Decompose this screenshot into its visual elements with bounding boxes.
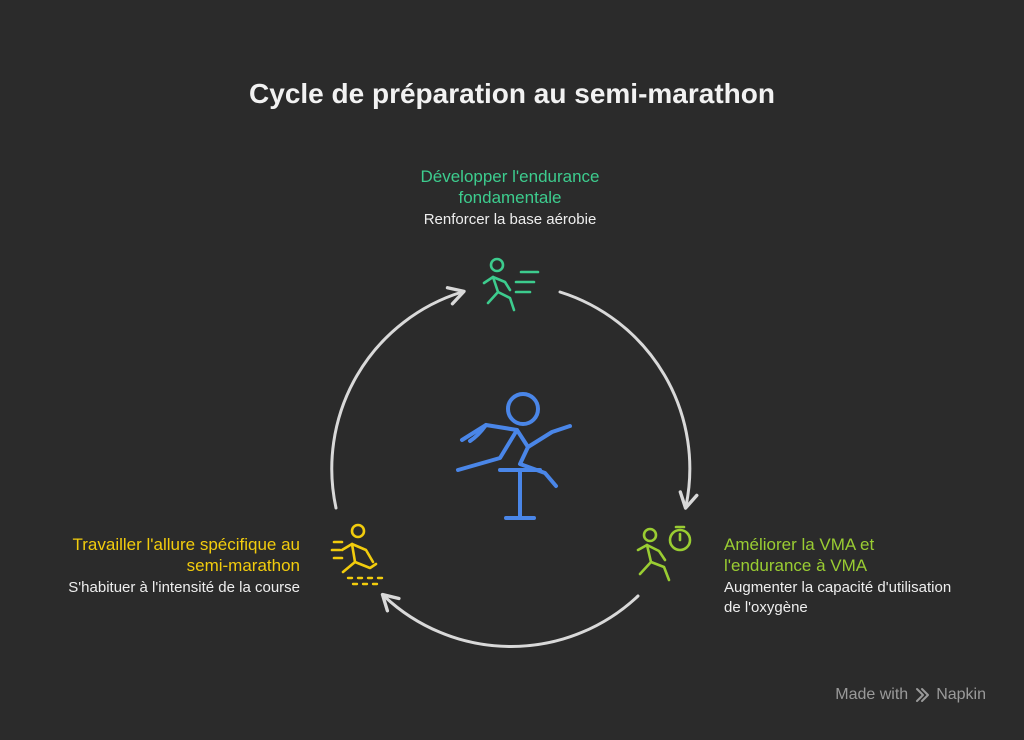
- step-left-description: S'habituer à l'intensité de la course: [68, 579, 300, 596]
- cycle-arrow-left-to-top: [330, 286, 466, 510]
- step-top-description: Renforcer la base aérobie: [423, 211, 597, 228]
- watermark: Made with Napkin: [835, 686, 986, 704]
- watermark-brand: Napkin: [936, 686, 986, 703]
- watermark-prefix: Made with: [835, 686, 909, 703]
- step-left: Travailler l'allure spécifique au semi-m…: [60, 534, 300, 598]
- step-top: Développer l'endurance fondamentale Renf…: [380, 166, 640, 230]
- step-left-title: Travailler l'allure spécifique au semi-m…: [72, 535, 301, 575]
- diagram-title: Cycle de préparation au semi-marathon: [249, 78, 775, 109]
- step-right: Améliorer la VMA et l'endurance à VMA Au…: [724, 534, 954, 618]
- step-top-title: Développer l'endurance fondamentale: [420, 167, 600, 207]
- cycle-arrow-top-to-right: [558, 290, 699, 510]
- step-right-title: Améliorer la VMA et l'endurance à VMA: [724, 535, 875, 575]
- runner-stopwatch-icon: [636, 525, 692, 582]
- step-right-description: Augmenter la capacité d'utilisation de l…: [724, 579, 952, 616]
- napkin-logo-icon: [916, 688, 930, 702]
- cycle-arrow-right-to-left: [380, 592, 640, 648]
- running-person-speed-icon: [482, 257, 540, 312]
- hurdler-icon: [456, 392, 572, 520]
- sprinter-icon: [330, 523, 384, 586]
